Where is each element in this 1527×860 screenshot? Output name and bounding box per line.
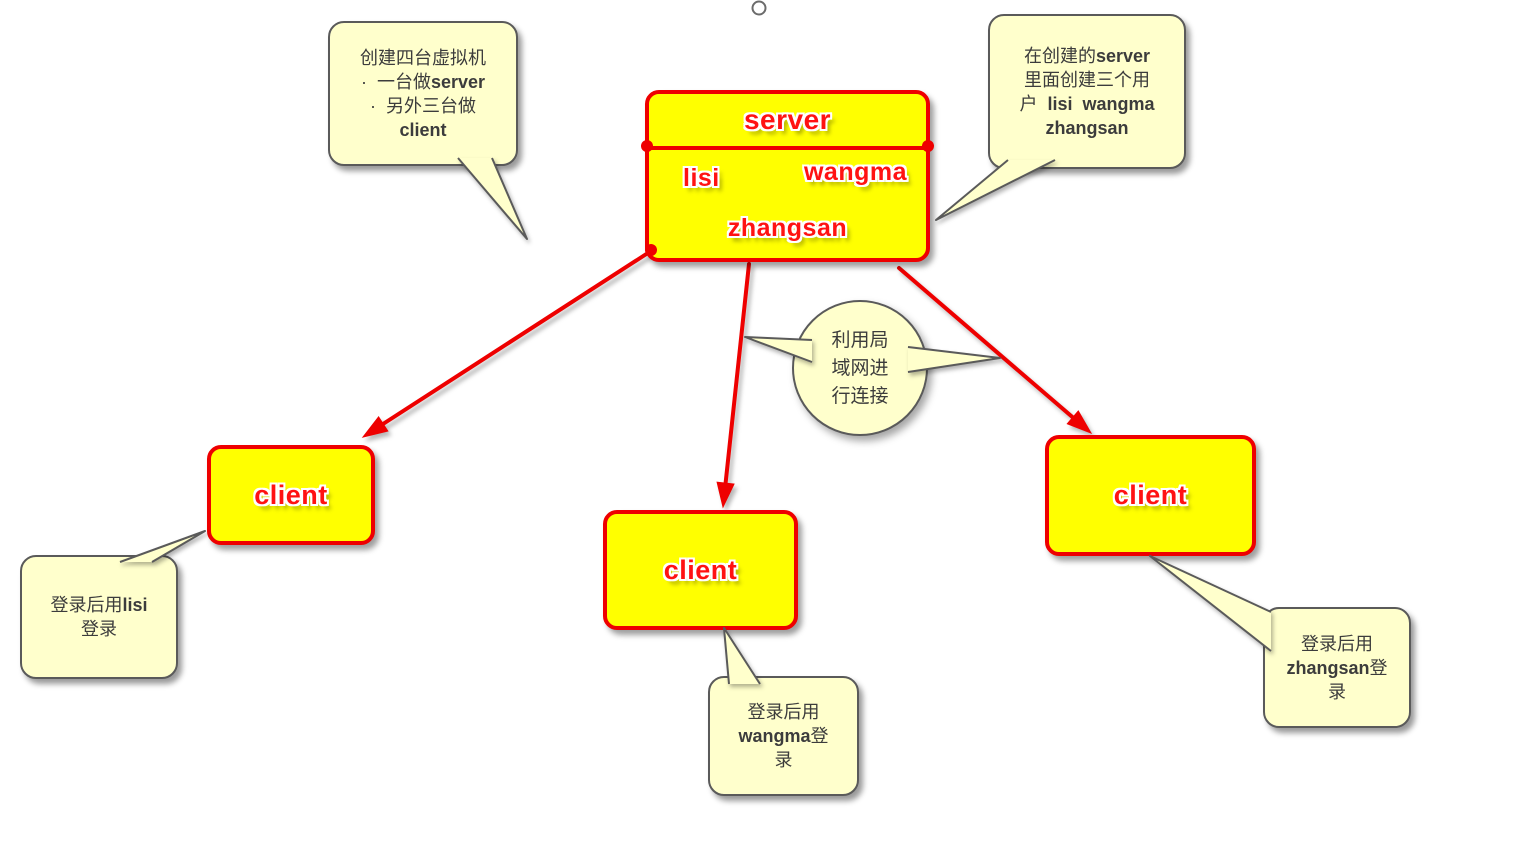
callout-text-line: 创建四台虚拟机 [360, 47, 486, 68]
client-node-left[interactable]: client [207, 445, 375, 545]
callout-lan-link-text: 利用局域网进行连接 [800, 325, 920, 413]
callout-text-line: 登录后用 [747, 702, 820, 722]
callout-text-line: 域网进 [831, 358, 889, 379]
callout-text-line: zhangsan [1045, 117, 1129, 138]
arrow-server-to-middle-client[interactable] [716, 262, 751, 509]
callout-text-line: zhangsan登 [1286, 657, 1388, 678]
callout-text-line: client [399, 119, 447, 140]
server-users-section: lisi wangma zhangsan [649, 150, 926, 254]
callout-text-line: 利用局 [831, 330, 889, 351]
server-node[interactable]: server lisi wangma zhangsan [645, 90, 930, 262]
callout-text-line: 登录后用 [1301, 633, 1373, 654]
callout-text-line: wangma登 [738, 726, 829, 746]
callout-create-users[interactable]: 在创建的server 里面创建三个用户 lisi wangma zhangsan [988, 14, 1186, 169]
callout-text-line: 户 lisi wangma [1019, 93, 1155, 114]
callout-text-line: · 另外三台做 [370, 95, 476, 116]
callout-login-lisi[interactable]: 登录后用lisi 登录 [20, 555, 178, 679]
server-user-zhangsan: zhangsan [727, 214, 848, 242]
callout-login-wangma[interactable]: 登录后用 wangma登录 [708, 676, 859, 796]
client-right-label: client [1113, 480, 1188, 510]
callout-text-line: · 一台做server [360, 71, 486, 92]
callout-text-line: 登录 [81, 619, 117, 639]
server-user-wangma: wangma [803, 158, 907, 186]
arrow-server-to-right-client[interactable] [897, 266, 1093, 434]
callout-text-line: 录 [1328, 681, 1346, 702]
client-node-right[interactable]: client [1045, 435, 1256, 556]
small-circle-shape[interactable] [751, 0, 767, 16]
callout-create-vms[interactable]: 创建四台虚拟机 · 一台做server · 另外三台做 client [328, 21, 518, 166]
callout-text-line: 里面创建三个用 [1024, 69, 1150, 90]
callout-text-line: 登录后用lisi [50, 595, 148, 615]
server-title: server [743, 104, 832, 135]
client-middle-label: client [663, 554, 738, 585]
callout-text-line: 录 [774, 750, 793, 770]
callout-login-zhangsan[interactable]: 登录后用 zhangsan登录 [1263, 607, 1411, 728]
client-left-label: client [254, 479, 328, 510]
server-title-band: server [649, 94, 926, 150]
arrow-server-to-left-client[interactable] [361, 249, 653, 438]
callout-text-line: 在创建的server [1023, 45, 1151, 66]
callout-text-line: 行连接 [831, 386, 889, 407]
client-node-middle[interactable]: client [603, 510, 798, 630]
server-user-lisi: lisi [683, 164, 720, 192]
